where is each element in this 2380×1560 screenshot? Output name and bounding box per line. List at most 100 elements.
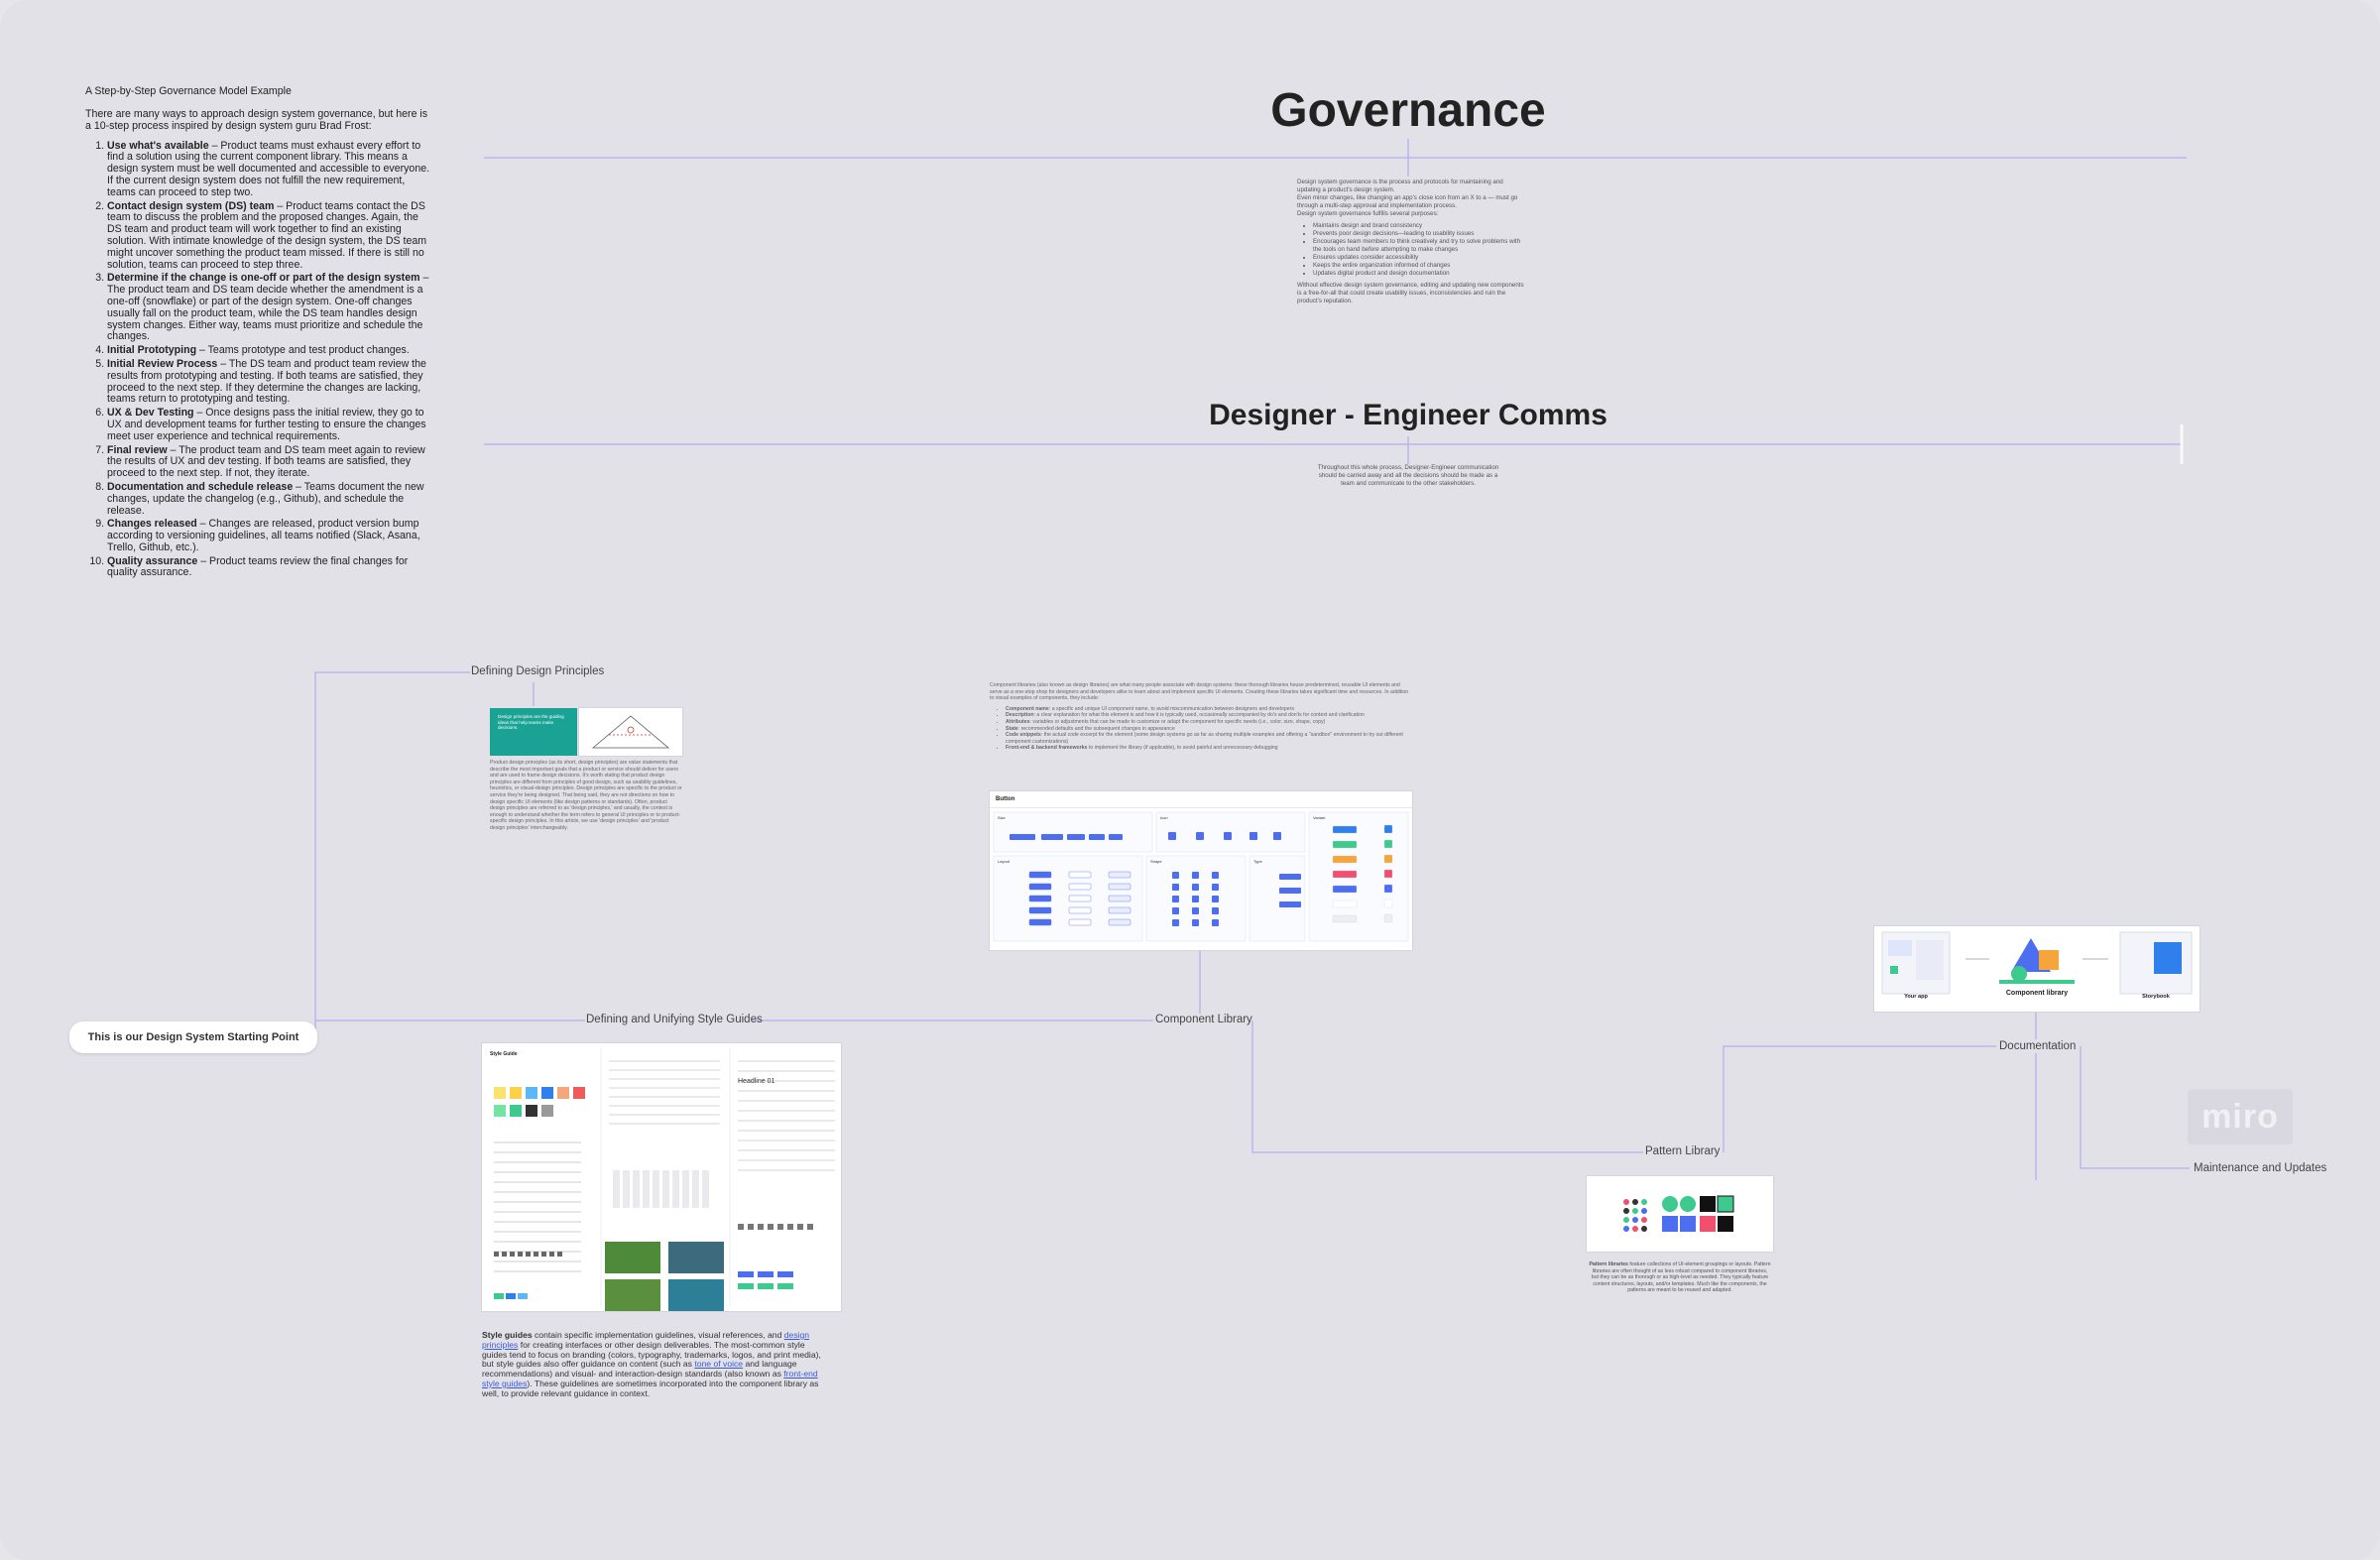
icon-button-sample [1196,832,1204,840]
grid-column [653,1170,659,1208]
pattern-dot [1641,1226,1647,1232]
component-bullet-term: Front-end & backend frameworks [1006,745,1088,752]
shape-button-sample [1192,896,1199,902]
steps-intro: There are many ways to approach design s… [85,108,428,132]
documentation-card[interactable]: Your app Component library Storybook [1874,926,2200,1012]
shape-button-sample [1192,907,1199,914]
style-icon-glyph [549,1252,554,1257]
component-bullet: Code snippets: the actual code excerpt f… [1006,732,1410,745]
step-text: – Teams prototype and test product chang… [196,344,410,357]
color-swatch [494,1087,506,1099]
pattern-dot [1623,1217,1629,1223]
style-text-3: and language recommendations) and visual… [482,1359,797,1380]
step-text: – Product teams must exhaust every effor… [107,139,430,198]
governance-steps-panel[interactable]: A Step-by-Step Governance Model Example … [85,85,432,581]
color-swatch [510,1087,522,1099]
icon-button-sample [1250,832,1257,840]
grid-column [702,1170,709,1208]
icon-button-sample [1273,832,1281,840]
steps-list: Use what's available – Product teams mus… [85,139,432,580]
icon-row-glyph [787,1224,793,1230]
step-title: Documentation and schedule release [107,480,294,493]
icon-row-glyph [777,1224,783,1230]
principles-thumb-text: Design principles are the guiding ideas … [498,714,564,731]
component-library-node[interactable]: Component Library [1155,1014,1252,1025]
governance-bullet: Prevents poor design decisions—leading t… [1313,230,1525,238]
button-sample [1010,834,1035,840]
style-text-2: for creating interfaces or other design … [482,1339,821,1370]
principles-node[interactable]: Defining Design Principles [471,665,605,677]
principles-thumbnails[interactable]: Design principles are the guiding ideas … [490,708,682,756]
icon-row-glyph [748,1224,754,1230]
button-sample [1067,834,1085,840]
style-text-4: ). These guidelines are sometimes incorp… [482,1378,819,1398]
style-image-sample [605,1242,660,1273]
style-guides-node[interactable]: Defining and Unifying Style Guides [586,1014,763,1025]
color-swatch [541,1105,553,1117]
component-bullet: Description: a clear explanation for wha… [1006,712,1410,719]
style-button-sample [777,1271,793,1277]
type-button-sample [1279,874,1301,880]
tone-of-voice-link[interactable]: tone of voice [694,1359,744,1370]
front-end-style-guides-link[interactable]: front-end style guides [482,1369,818,1388]
step-text: – Changes are released, product version … [107,518,420,553]
style-image-sample [668,1242,724,1273]
component-section-label: Size [998,815,1007,820]
component-bullet-term: Description [1006,712,1034,719]
pattern-library-node[interactable]: Pattern Library [1645,1145,1721,1157]
grid-column [662,1170,669,1208]
pattern-library-text: feature collections of UI-element groupi… [1591,1261,1771,1294]
step-item: Use what's available – Product teams mus… [107,139,432,199]
miro-watermark: miro [2188,1089,2293,1144]
component-intro: Component libraries (also known as desig… [990,682,1409,702]
governance-bullet: Updates digital product and design docum… [1313,270,1525,278]
step-title: Changes released [107,518,197,531]
icon-row-glyph [797,1224,803,1230]
component-bullet-text: : a specific and unique UI component nam… [1048,705,1294,712]
pattern-shape [1680,1216,1696,1232]
component-bullet: State: recommended defaults and the subs… [1006,726,1410,733]
layout-button-sample [1068,883,1092,891]
maintenance-node[interactable]: Maintenance and Updates [2194,1162,2327,1174]
connector-to-documentation [1723,1045,1996,1152]
shape-button-sample [1172,872,1179,879]
step-item: Final review – The product team and DS t… [107,443,432,480]
step-text: – The product team and DS team meet agai… [107,443,425,480]
component-card-title: Button [990,791,1412,808]
shape-button-sample [1172,896,1179,902]
step-item: Initial Prototyping – Teams prototype an… [107,344,432,357]
component-section [1308,811,1409,942]
principles-thumb-teal: Design principles are the guiding ideas … [490,708,577,756]
step-text: – The product team and DS team decide wh… [107,272,429,343]
style-icon-glyph [518,1252,523,1257]
component-bullet-term: Component name [1006,705,1049,712]
step-text: – Product teams contact the DS team to d… [107,199,427,271]
starting-point-node[interactable]: This is our Design System Starting Point [69,1021,317,1053]
component-section-label: Shape [1150,859,1162,864]
governance-p2: Even minor changes, like changing an app… [1297,194,1518,209]
style-button-sample [758,1271,774,1277]
icon-row-glyph [768,1224,774,1230]
layout-button-sample [1068,895,1092,902]
governance-p1: Design system governance is the process … [1297,179,1503,193]
pattern-dot [1641,1208,1647,1214]
button-sample [1089,834,1105,840]
documentation-node[interactable]: Documentation [1999,1040,2077,1052]
step-item: Determine if the change is one-off or pa… [107,272,432,343]
step-item: Contact design system (DS) team – Produc… [107,199,432,272]
pattern-library-term: Pattern libraries [1589,1261,1628,1267]
style-guide-title: Style Guide [490,1051,518,1057]
component-bullet-text: : a clear explanation for what this elem… [1033,712,1365,719]
grid-column [672,1170,679,1208]
icon-row-glyph [738,1224,744,1230]
pattern-grid-graphic [1623,1195,1734,1232]
layout-button-sample [1108,871,1131,879]
style-button-sample [738,1283,754,1289]
style-button-sample [518,1293,528,1299]
component-section [993,811,1153,853]
pattern-library-card[interactable] [1587,1176,1773,1252]
design-principles-link[interactable]: design principles [482,1330,810,1350]
